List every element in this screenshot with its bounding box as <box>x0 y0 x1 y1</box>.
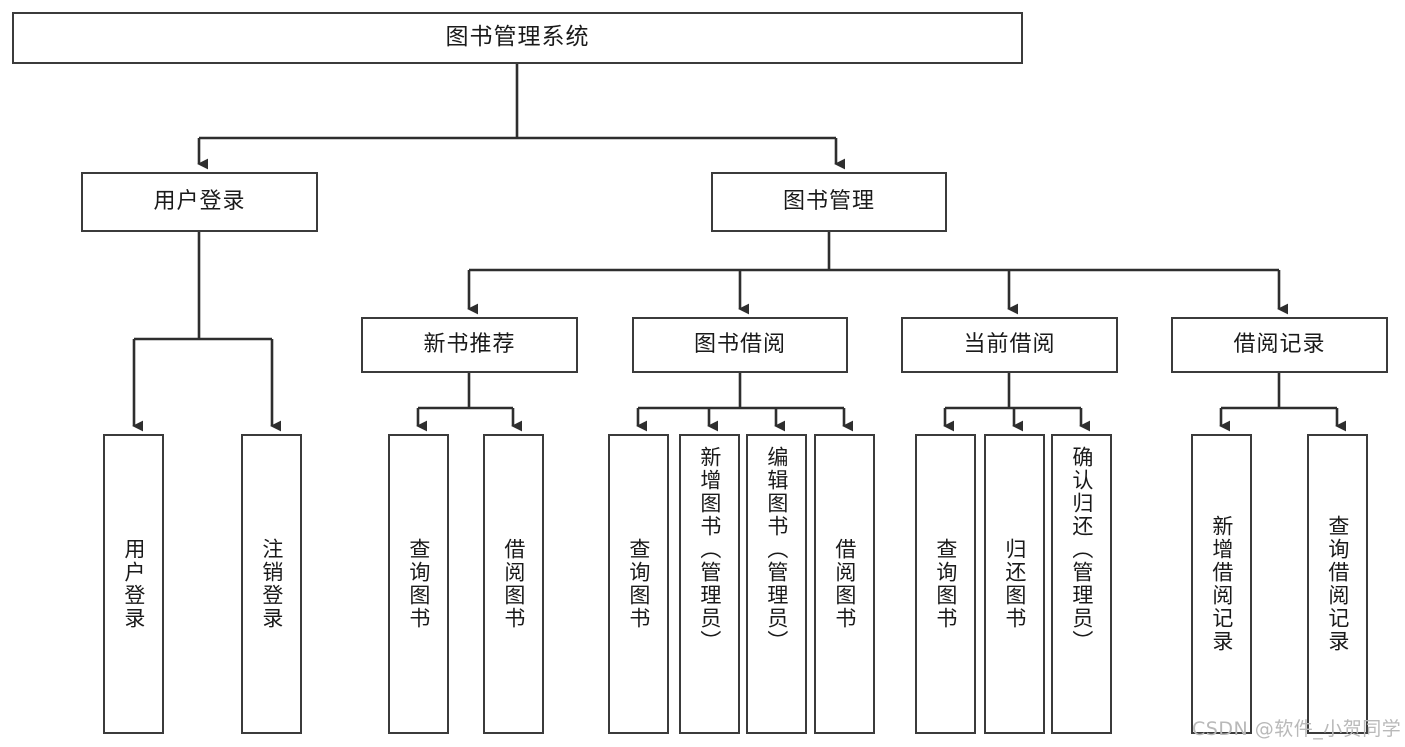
node-leaf-borrow-add-book[interactable]: 新增图书（管理员） <box>679 434 740 734</box>
csdn-watermark: CSDN @软件_小贺同学 <box>1192 718 1402 740</box>
node-leaf-recommend-borrow-book[interactable]: 借阅图书 <box>483 434 544 734</box>
node-label: 图书借阅 <box>693 332 786 358</box>
node-label: 当前借阅 <box>963 332 1056 358</box>
node-label: 查询图书 <box>626 538 651 630</box>
node-leaf-current-return-book[interactable]: 归还图书 <box>984 434 1045 734</box>
node-borrow-record[interactable]: 借阅记录 <box>1171 317 1388 373</box>
node-user-login[interactable]: 用户登录 <box>81 172 318 232</box>
node-leaf-user-logout[interactable]: 注销登录 <box>241 434 302 734</box>
node-current-borrow[interactable]: 当前借阅 <box>901 317 1118 373</box>
node-label: 用户登录 <box>121 538 146 630</box>
node-label: 注销登录 <box>259 538 284 630</box>
node-label: 归还图书 <box>1002 538 1027 630</box>
node-leaf-record-query[interactable]: 查询借阅记录 <box>1307 434 1368 734</box>
node-label: 用户登录 <box>153 189 246 215</box>
node-label: 借阅图书 <box>832 538 857 630</box>
node-leaf-current-confirm-return[interactable]: 确认归还（管理员） <box>1051 434 1112 734</box>
node-label: 查询图书 <box>933 538 958 630</box>
node-label: 新增借阅记录 <box>1209 515 1234 653</box>
node-root-system[interactable]: 图书管理系统 <box>12 12 1023 64</box>
node-leaf-borrow-edit-book[interactable]: 编辑图书（管理员） <box>746 434 807 734</box>
node-leaf-borrow-borrow-book[interactable]: 借阅图书 <box>814 434 875 734</box>
node-label: 图书管理 <box>782 189 875 215</box>
node-label: 借阅记录 <box>1233 332 1326 358</box>
node-label: 确认归还（管理员） <box>1069 446 1094 653</box>
node-book-manage[interactable]: 图书管理 <box>711 172 947 232</box>
node-label: 查询借阅记录 <box>1325 515 1350 653</box>
node-leaf-record-add[interactable]: 新增借阅记录 <box>1191 434 1252 734</box>
node-label: 查询图书 <box>406 538 431 630</box>
node-leaf-user-login[interactable]: 用户登录 <box>103 434 164 734</box>
node-new-book-recommend[interactable]: 新书推荐 <box>361 317 578 373</box>
node-leaf-current-query-book[interactable]: 查询图书 <box>915 434 976 734</box>
node-label: 新增图书（管理员） <box>697 446 722 653</box>
node-label: 图书管理系统 <box>445 24 590 51</box>
node-leaf-recommend-query-book[interactable]: 查询图书 <box>388 434 449 734</box>
node-leaf-borrow-query-book[interactable]: 查询图书 <box>608 434 669 734</box>
node-label: 新书推荐 <box>423 332 516 358</box>
node-label: 借阅图书 <box>501 538 526 630</box>
node-book-borrow[interactable]: 图书借阅 <box>632 317 848 373</box>
node-label: 编辑图书（管理员） <box>764 446 789 653</box>
